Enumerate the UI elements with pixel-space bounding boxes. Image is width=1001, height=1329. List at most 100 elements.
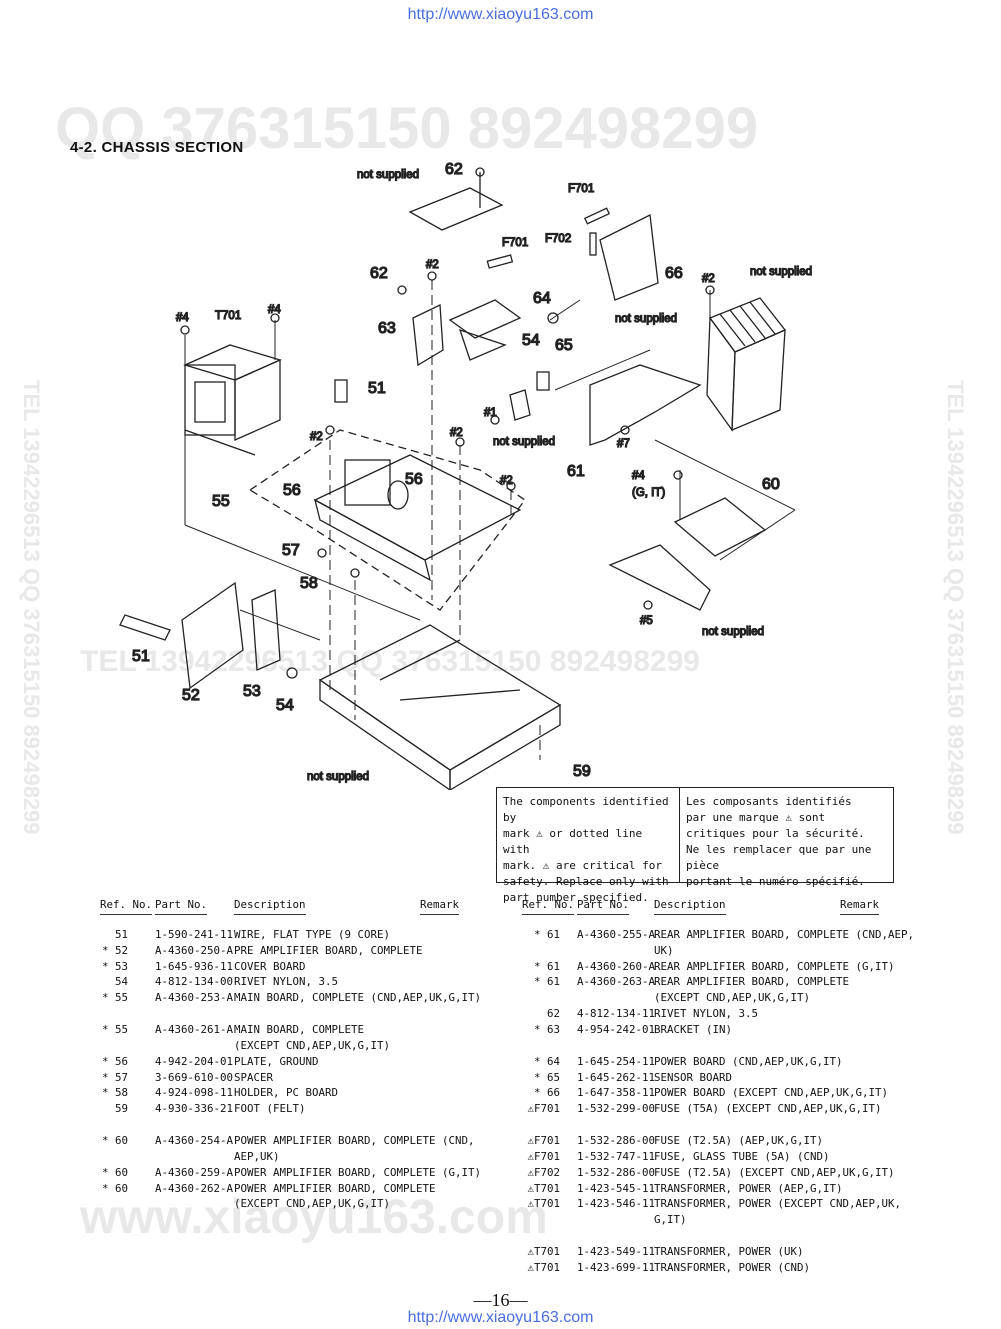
description-cell: TRANSFORMER, POWER (AEP,G,IT) — [654, 1181, 843, 1195]
ref-no-cell: * 66 — [533, 1086, 560, 1100]
part-63-bracket — [412, 303, 444, 367]
description-cell: POWER BOARD (CND,AEP,UK,G,IT) — [654, 1054, 843, 1068]
label-60: 60 — [762, 476, 780, 493]
ref-no-cell: * 61 — [533, 975, 560, 989]
description-cell: SENSOR BOARD — [654, 1070, 733, 1084]
description-cell: TRANSFORMER, POWER (EXCEPT CND,AEP,UK, — [654, 1197, 902, 1211]
description-cell: FUSE (T2.5A) (EXCEPT CND,AEP,UK,G,IT) — [654, 1165, 895, 1179]
label-62-left: 62 — [370, 265, 388, 282]
ref-no-cell: * 65 — [533, 1070, 560, 1084]
part-no-cell: 4-942-204-01 — [155, 1054, 234, 1068]
label-57: 57 — [282, 542, 300, 559]
ref-no-cell: 62 — [546, 1006, 560, 1020]
part-61-bracket — [509, 364, 702, 446]
ref-no-cell: * 64 — [533, 1054, 560, 1068]
header-description: Description — [654, 898, 726, 915]
ref-no-cell: * 61 — [533, 959, 560, 973]
watermark-side-right: TEL 13942296513 QQ 376315150 892498299 — [943, 380, 968, 835]
page-number: —16— — [473, 1290, 528, 1310]
ref-no-cell: ⚠F701 — [527, 1149, 560, 1163]
header-ref-no: Ref. No. — [100, 898, 153, 915]
label-screw-2-main-mid: #2 — [450, 427, 463, 439]
label-65: 65 — [555, 337, 573, 354]
ref-no-cell: * 56 — [101, 1054, 128, 1068]
ref-no-cell: 54 — [114, 975, 128, 989]
chassis — [318, 624, 562, 790]
description-cell: WIRE, FLAT TYPE (9 CORE) — [234, 928, 391, 941]
description-cell: REAR AMPLIFIER BOARD, COMPLETE (G,IT) — [654, 959, 895, 973]
label-g-it: (G, IT) — [632, 487, 665, 499]
label-66: 66 — [665, 265, 683, 282]
watermark-bottom-banner: www.xiaoyu163.com — [80, 1191, 548, 1244]
ref-no-cell: ⚠T701 — [527, 1181, 560, 1195]
description-cell: COVER BOARD — [234, 959, 306, 973]
part-t701-transformer — [183, 344, 282, 456]
description-cell: G,IT) — [654, 1213, 687, 1227]
part-no-cell: A-4360-262-A — [155, 1181, 234, 1195]
description-cell: RIVET NYLON, 3.5 — [654, 1006, 759, 1020]
watermark-url-top[interactable]: http://www.xiaoyu163.com — [407, 6, 594, 23]
label-screw-5: #5 — [640, 615, 653, 627]
label-62-top: 62 — [445, 161, 463, 178]
table-row: (EXCEPT CND,AEP,UK,G,IT) — [522, 991, 902, 1007]
section-title: 4-2. CHASSIS SECTION — [70, 139, 244, 156]
part-no-cell: 1-423-546-11 — [577, 1197, 656, 1211]
table-row: AEP,UK) — [100, 1150, 470, 1166]
label-58: 58 — [300, 575, 318, 592]
part-55-main-board — [248, 429, 526, 611]
header-ref-no: Ref. No. — [522, 898, 575, 915]
label-screw-4-right: #4 — [632, 470, 645, 482]
table-row: (EXCEPT CND,AEP,UK,G,IT) — [100, 1197, 470, 1213]
description-cell: RIVET NYLON, 3.5 — [234, 975, 339, 989]
ref-no-cell: * 60 — [101, 1134, 128, 1148]
watermark-url-bottom[interactable]: http://www.xiaoyu163.com — [407, 1309, 594, 1326]
part-no-cell: A-4360-250-A — [155, 943, 234, 957]
part-no-cell: A-4360-259-A — [155, 1165, 234, 1179]
label-54-bottom: 54 — [276, 697, 294, 714]
part-66-board — [583, 207, 659, 301]
part-no-cell: A-4360-261-A — [155, 1023, 234, 1037]
label-screw-7: #7 — [617, 438, 630, 450]
label-f701-top: F701 — [568, 183, 594, 195]
description-cell: POWER AMPLIFIER BOARD, COMPLETE (G,IT) — [234, 1165, 482, 1179]
safety-notice-english: The components identified by mark ⚠ or d… — [497, 788, 680, 904]
ref-no-cell: * 55 — [101, 1023, 128, 1037]
ref-no-cell: * 60 — [101, 1165, 128, 1179]
description-cell: (EXCEPT CND,AEP,UK,G,IT) — [234, 1038, 391, 1052]
header-remark: Remark — [420, 898, 460, 915]
description-cell: MAIN BOARD, COMPLETE — [234, 1023, 365, 1037]
part-no-cell: 1-647-358-11 — [577, 1086, 656, 1100]
description-cell: BRACKET (IN) — [654, 1022, 733, 1036]
watermark-mid-banner: TEL 13942296513 QQ 376315150 892498299 — [80, 645, 700, 678]
description-cell: PRE AMPLIFIER BOARD, COMPLETE — [234, 943, 423, 957]
description-cell: FUSE, GLASS TUBE (5A) (CND) — [654, 1149, 830, 1163]
solid-guide-lines — [184, 290, 796, 641]
part-no-cell: 4-924-098-11 — [155, 1086, 234, 1100]
part-no-cell: A-4360-254-A — [155, 1134, 234, 1148]
part-no-cell: 1-532-747-11 — [577, 1149, 656, 1163]
description-cell: (EXCEPT CND,AEP,UK,G,IT) — [654, 991, 811, 1005]
part-no-cell: 1-423-545-11 — [577, 1181, 656, 1195]
ref-no-cell: ⚠F701 — [527, 1134, 560, 1148]
label-51-top: 51 — [368, 380, 386, 397]
part-no-cell: 1-532-286-00 — [577, 1165, 656, 1179]
part-64-board — [448, 254, 522, 361]
description-cell: POWER AMPLIFIER BOARD, COMPLETE — [234, 1181, 436, 1195]
safety-notice-french: Les composants identifiés par une marque… — [686, 795, 872, 888]
label-screw-2-right: #2 — [702, 273, 715, 285]
